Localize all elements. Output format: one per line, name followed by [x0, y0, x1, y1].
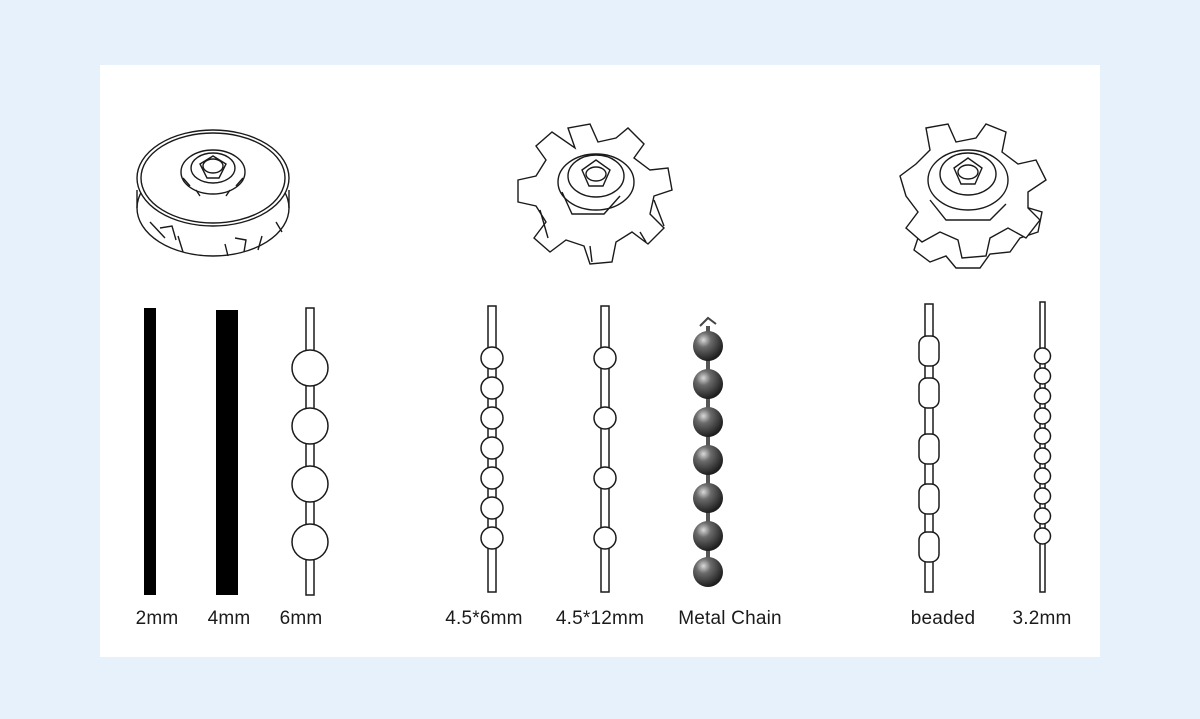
label-metal-chain: Metal Chain [678, 608, 782, 629]
chain-6mm [291, 307, 329, 596]
chain-3-2mm [1033, 301, 1052, 593]
label-beaded: beaded [910, 608, 976, 629]
label-2mm: 2mm [135, 608, 179, 629]
label-4-5x12mm: 4.5*12mm [555, 608, 645, 629]
cord-2mm [144, 308, 156, 595]
spool-pulley-icon [136, 129, 290, 257]
chain-4-5x6mm [480, 305, 504, 593]
cord-4mm [216, 310, 238, 595]
label-4-5x6mm: 4.5*6mm [445, 608, 523, 629]
metal-chain [693, 316, 723, 587]
label-4mm: 4mm [207, 608, 251, 629]
chain-beaded [918, 303, 940, 593]
label-6mm: 6mm [279, 608, 323, 629]
chain-4-5x12mm [593, 305, 617, 593]
gear-pulley-large-icon [899, 123, 1047, 269]
label-3-2mm: 3.2mm [1012, 608, 1072, 629]
gear-pulley-small-icon [517, 123, 673, 265]
